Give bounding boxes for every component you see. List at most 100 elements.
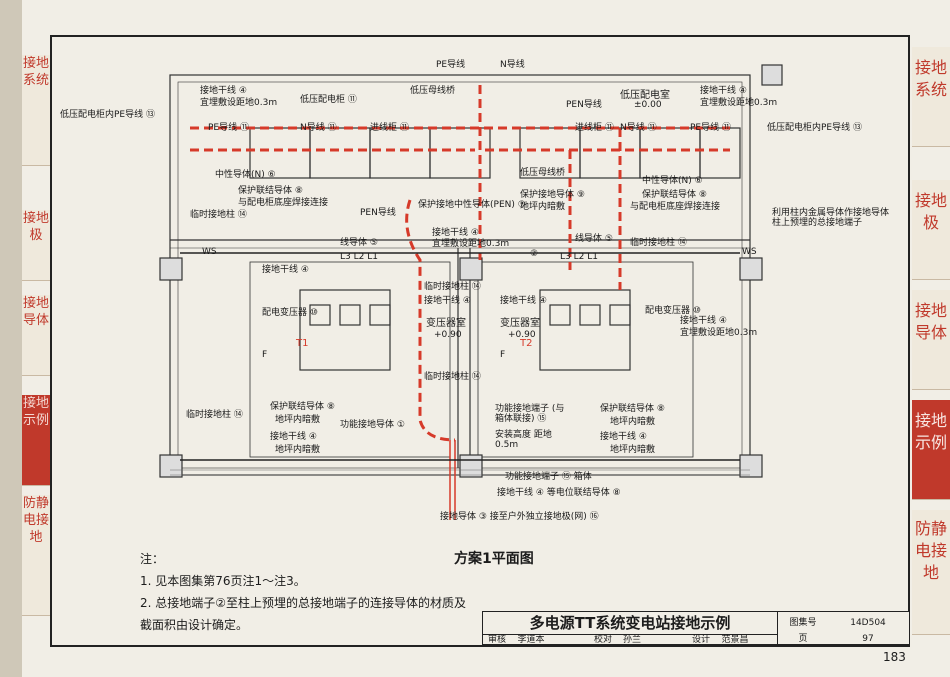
- reviewer-name: 李道本: [517, 635, 545, 645]
- t2-label: T2: [520, 338, 533, 349]
- pe-conductor-label: PE导线: [436, 60, 466, 70]
- burial-depth-label-tl: 宜埋敷设距地0.3m: [200, 98, 278, 108]
- temp-ground-label-bl: 临时接地柱 ⑭: [186, 410, 243, 420]
- equip-bond-label: 接地干线 ④ 等电位联结导体 ⑧: [497, 488, 621, 498]
- lv-cabinet-pe-label-left: 低压配电柜内PE导线 ⑬: [60, 110, 155, 120]
- pe-bar-label-right: PE导线 ⑪: [690, 123, 731, 133]
- temp-ground-label-mid2: 临时接地柱 ⑭: [424, 372, 481, 382]
- ground-trunk-label-bl: 接地干线 ④: [270, 432, 317, 442]
- install-height-label: 安装高度 距地0.5m: [495, 430, 552, 450]
- right-tab-antistatic[interactable]: 防静电接地: [912, 510, 950, 635]
- weld-base-label-left: 与配电柜底座焊接连接: [238, 198, 329, 208]
- ws-label-left: WS: [202, 247, 217, 257]
- pen-conductor-label-right: PEN导线: [566, 100, 602, 110]
- functional-terminal-label: 功能接地端子 (与箱体联接) ⑮: [495, 404, 565, 424]
- protective-bond-label-left: 保护联结导体 ⑧: [238, 186, 303, 196]
- book-spine: [0, 0, 22, 677]
- title-block: 多电源TT系统变电站接地示例 图集号 14D504 审核 李道本 校对 孙兰 设…: [482, 611, 910, 646]
- drawing-title: 多电源TT系统变电站接地示例: [483, 612, 778, 635]
- pillar-terminal-label: 利用柱内金属导体作接地导体柱上预埋的总接地端子: [772, 208, 890, 228]
- lv-room-level: ±0.00: [634, 100, 662, 110]
- floor-concealed-label-bl: 地坪内暗敷: [275, 415, 321, 425]
- burial-depth-label-mid: 宜埋敷设距地0.3m: [432, 239, 510, 249]
- t1-label: T1: [296, 338, 309, 349]
- atlas-no: 14D504: [850, 618, 886, 628]
- ground-trunk-label-tr: 接地干线 ④: [700, 86, 747, 96]
- lv-busway-label-right: 低压母线桥: [520, 168, 566, 178]
- page-sheet: [22, 0, 950, 677]
- burial-depth-label-r: 宜埋敷设距地0.3m: [680, 328, 758, 338]
- left-tab-example[interactable]: 接地示例: [22, 395, 50, 486]
- note-2: 2. 总接地端子②至柱上预埋的总接地端子的连接导体的材质及截面积由设计确定。: [140, 596, 467, 632]
- right-tab-example[interactable]: 接地示例: [912, 400, 950, 500]
- design-label: 设计: [691, 635, 710, 645]
- n-conductor-label: N导线: [500, 60, 525, 70]
- tx-level-left: +0.90: [434, 330, 462, 340]
- incoming-cab-label-left: 进线柜 ⑪: [370, 123, 409, 133]
- line-conductor-label-right: 线导体 ⑤: [575, 234, 613, 244]
- review-label: 审核: [487, 635, 506, 645]
- tx-room-right-name: 变压器室: [500, 318, 540, 329]
- right-tab-label: 接地系统: [914, 58, 947, 99]
- tx-room-left-name: 变压器室: [426, 318, 466, 329]
- right-tab-label: 防静电接地: [914, 519, 947, 582]
- note-1: 1. 见本图集第76页注1～注3。: [140, 574, 306, 588]
- outdoor-electrode-label: 接地导体 ③ 接至户外独立接地极(网) ⑯: [440, 512, 599, 522]
- lv-cabinet-pe-label-right: 低压配电柜内PE导线 ⑬: [767, 123, 862, 133]
- left-tab-label: 接地示例: [22, 396, 49, 428]
- floor-concealed-label-mid: 地坪内暗敷: [520, 202, 566, 212]
- protective-bond-label-br: 保护联结导体 ⑧: [600, 404, 665, 414]
- burial-depth-label-tr: 宜埋敷设距地0.3m: [700, 98, 778, 108]
- temp-ground-label-left: 临时接地柱 ⑭: [190, 210, 247, 220]
- left-tab-conductor[interactable]: 接地导体: [22, 295, 50, 376]
- floor-concealed-label-br: 地坪内暗敷: [610, 417, 656, 427]
- ground-trunk-label-t1: 接地干线 ④: [262, 265, 309, 275]
- protective-bond-label-bl: 保护联结导体 ⑧: [270, 402, 335, 412]
- floor-concealed-label-bl2: 地坪内暗敷: [275, 445, 321, 455]
- weld-base-label-right: 与配电柜底座焊接连接: [630, 202, 721, 212]
- left-tab-electrode[interactable]: 接地极: [22, 210, 50, 281]
- page-label: 页: [798, 634, 808, 644]
- pe-bar-label-left: PE导线 ⑪: [208, 123, 249, 133]
- ws-label-right: WS: [742, 247, 757, 257]
- right-tab-conductor[interactable]: 接地导体: [912, 290, 950, 390]
- ground-trunk-label-br: 接地干线 ④: [600, 432, 647, 442]
- book-page-number: 183: [883, 650, 906, 664]
- tx-level-right: +0.90: [508, 330, 536, 340]
- left-tab-antistatic[interactable]: 防静电接地: [22, 495, 50, 616]
- right-tab-label: 接地极: [914, 191, 947, 232]
- lv-busway-label: 低压母线桥: [410, 86, 456, 96]
- left-tab-label: 接地导体: [22, 296, 49, 328]
- ground-trunk-label-r: 接地干线 ④: [680, 316, 727, 326]
- protective-bond-label-right: 保护联结导体 ⑧: [642, 190, 707, 200]
- atlas-no-label: 图集号: [789, 618, 817, 628]
- left-tab-system[interactable]: 接地系统: [22, 55, 50, 166]
- checker-name: 孙兰: [622, 635, 641, 645]
- right-tab-electrode[interactable]: 接地极: [912, 180, 950, 280]
- f-label-right: F: [500, 350, 506, 360]
- right-tab-label: 接地导体: [914, 301, 947, 342]
- pen-conductor-label-left: PEN导线: [360, 208, 396, 218]
- right-tab-system[interactable]: 接地系统: [912, 47, 950, 147]
- func-terminal-box-label: 功能接地端子 ⑮ 箱体: [505, 472, 592, 482]
- check-label: 校对: [593, 635, 612, 645]
- pen-grounding-label: 保护接地中性导体(PEN) ⑦: [418, 200, 526, 210]
- page-number: 97: [862, 634, 874, 644]
- left-tab-label: 接地极: [22, 211, 49, 243]
- left-tab-label: 接地系统: [22, 56, 49, 88]
- neutral-label-left: 中性导体(N) ⑥: [215, 170, 276, 180]
- right-tab-label: 接地示例: [914, 411, 947, 452]
- notes-head: 注：: [140, 552, 165, 566]
- distribution-tx-label-t2: 配电变压器 ⑩: [645, 306, 701, 316]
- left-tab-label: 防静电接地: [22, 496, 49, 545]
- floor-concealed-label-br2: 地坪内暗敷: [610, 445, 656, 455]
- n-bar-label-left: N导线 ⑪: [300, 123, 337, 133]
- designer-name: 范景昌: [721, 635, 749, 645]
- neutral-label-right: 中性导体(N) ⑥: [642, 176, 703, 186]
- terminal-2-label: ②: [530, 249, 539, 259]
- n-bar-label-right: N导线 ⑪: [620, 123, 657, 133]
- incoming-cab-label-right: 进线柜 ⑪: [575, 123, 614, 133]
- temp-ground-label-mid1: 临时接地柱 ⑭: [424, 282, 481, 292]
- notes-block: 注： 1. 见本图集第76页注1～注3。 2. 总接地端子②至柱上预埋的总接地端…: [140, 548, 470, 636]
